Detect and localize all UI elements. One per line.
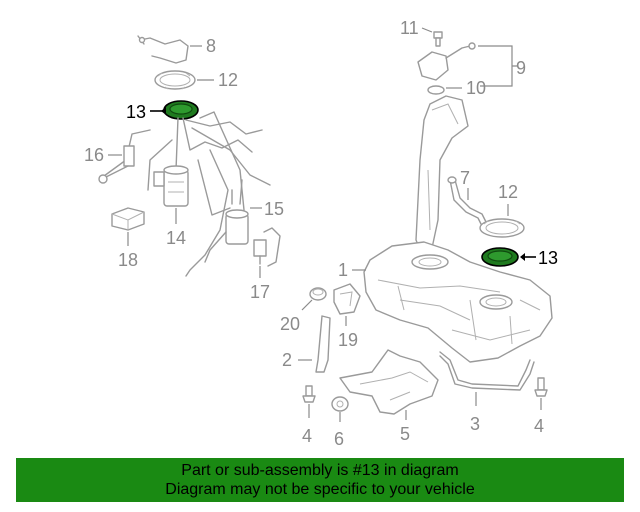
callout-1: 1 [338, 260, 348, 280]
callout-7: 7 [460, 168, 470, 188]
part-10-o-ring [427, 85, 445, 95]
callout-13-left: 13 [126, 102, 146, 122]
part-5-heat-shield [339, 349, 439, 415]
part-7-vent-hose [447, 176, 487, 227]
callout-5: 5 [400, 424, 410, 444]
part-4-bolt-right [534, 377, 548, 397]
part-13-seal-left [163, 100, 199, 120]
callout-18: 18 [118, 250, 138, 270]
callout-16: 16 [84, 145, 104, 165]
part-17-connector [253, 227, 281, 267]
callout-20: 20 [280, 314, 300, 334]
part-18-bracket [111, 207, 145, 231]
part-13-seal-right [481, 247, 519, 267]
callout-9: 9 [516, 58, 526, 78]
callout-10: 10 [466, 78, 486, 98]
callout-3: 3 [470, 414, 480, 434]
callout-12-left: 12 [218, 70, 238, 90]
banner-line-1: Part or sub-assembly is #13 in diagram [181, 462, 459, 479]
part-12-lock-ring-left [154, 70, 196, 90]
part-19-cover [333, 283, 361, 315]
part-1-fuel-tank [363, 241, 553, 363]
callout-6: 6 [334, 429, 344, 449]
callout-line-20 [301, 299, 313, 311]
part-11-screw [433, 31, 443, 47]
callout-17: 17 [250, 282, 270, 302]
callout-line-11 [421, 27, 433, 33]
callout-12-right: 12 [498, 182, 518, 202]
callout-14: 14 [166, 228, 186, 248]
callout-13-right: 13 [538, 248, 558, 268]
part-4-bolt-left [302, 385, 316, 403]
callout-15: 15 [264, 199, 284, 219]
part-6-nut [331, 396, 349, 412]
callout-11: 11 [400, 18, 419, 38]
part-9-filler-cap [417, 42, 476, 81]
callout-19: 19 [338, 330, 358, 350]
banner-line-2: Diagram may not be specific to your vehi… [165, 481, 475, 498]
part-15-fuel-sender [204, 179, 249, 263]
part-14-fuel-pump [103, 111, 271, 277]
part-20-grommet [309, 287, 327, 301]
part-16-level-sensor [98, 145, 135, 184]
callout-4-right: 4 [534, 416, 544, 436]
info-banner: Part or sub-assembly is #13 in diagram D… [16, 458, 624, 502]
part-2-strap [315, 315, 331, 373]
callout-line-9 [478, 45, 518, 87]
callout-8: 8 [206, 36, 216, 56]
callout-4-left: 4 [302, 426, 312, 446]
parts-diagram: 8 12 13 14 15 [84, 18, 558, 449]
filler-neck [415, 95, 469, 255]
part-12-lock-ring-right [479, 218, 525, 238]
part-8-wire-harness [137, 35, 189, 64]
part-3-strap [439, 351, 535, 391]
callout-2: 2 [282, 350, 292, 370]
